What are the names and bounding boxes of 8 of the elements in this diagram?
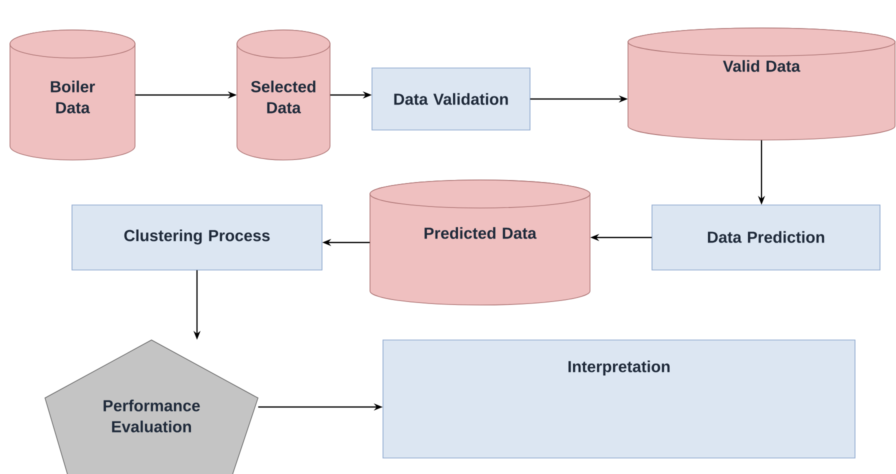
cylinder: Predicted Data (370, 180, 590, 306)
process-box: Data Validation (372, 68, 530, 130)
process-box: Data Prediction (652, 204, 880, 270)
cylinder: Selected Data (236, 30, 330, 160)
cylinder: Valid Data (628, 28, 896, 140)
process-box: Interpretation (382, 340, 856, 458)
cylinder: Boiler Data (10, 30, 136, 160)
process-box: Clustering Process (72, 204, 322, 270)
